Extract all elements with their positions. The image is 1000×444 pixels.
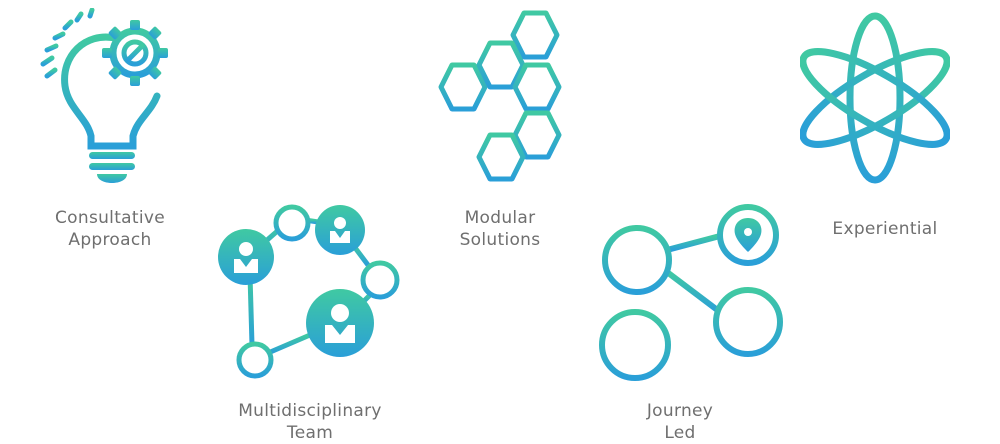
multidisciplinary-team-label: Multidisciplinary Team <box>220 400 400 444</box>
journey-label-line1: Journey <box>646 401 714 421</box>
multidisciplinary-label-line1: Multidisciplinary <box>238 401 382 421</box>
experiential-label-line1: Experiential <box>832 219 938 239</box>
atom-icon <box>800 12 950 184</box>
consultative-label-line2: Approach <box>68 230 152 250</box>
modular-label-line2: Solutions <box>459 230 541 250</box>
hexagon-cluster-icon <box>438 10 562 182</box>
journey-led-label: Journey Led <box>600 400 760 444</box>
experiential-label: Experiential <box>800 218 970 240</box>
lightbulb-gear-icon <box>40 8 168 183</box>
network-people-icon <box>218 204 400 379</box>
consultative-label-line1: Consultative <box>55 208 165 228</box>
modular-label-line1: Modular <box>464 208 536 228</box>
journey-share-nodes-icon <box>599 204 783 381</box>
modular-solutions-label: Modular Solutions <box>420 207 580 251</box>
journey-label-line2: Led <box>664 423 696 443</box>
multidisciplinary-label-line2: Team <box>286 423 334 443</box>
consultative-approach-label: Consultative Approach <box>30 207 190 251</box>
